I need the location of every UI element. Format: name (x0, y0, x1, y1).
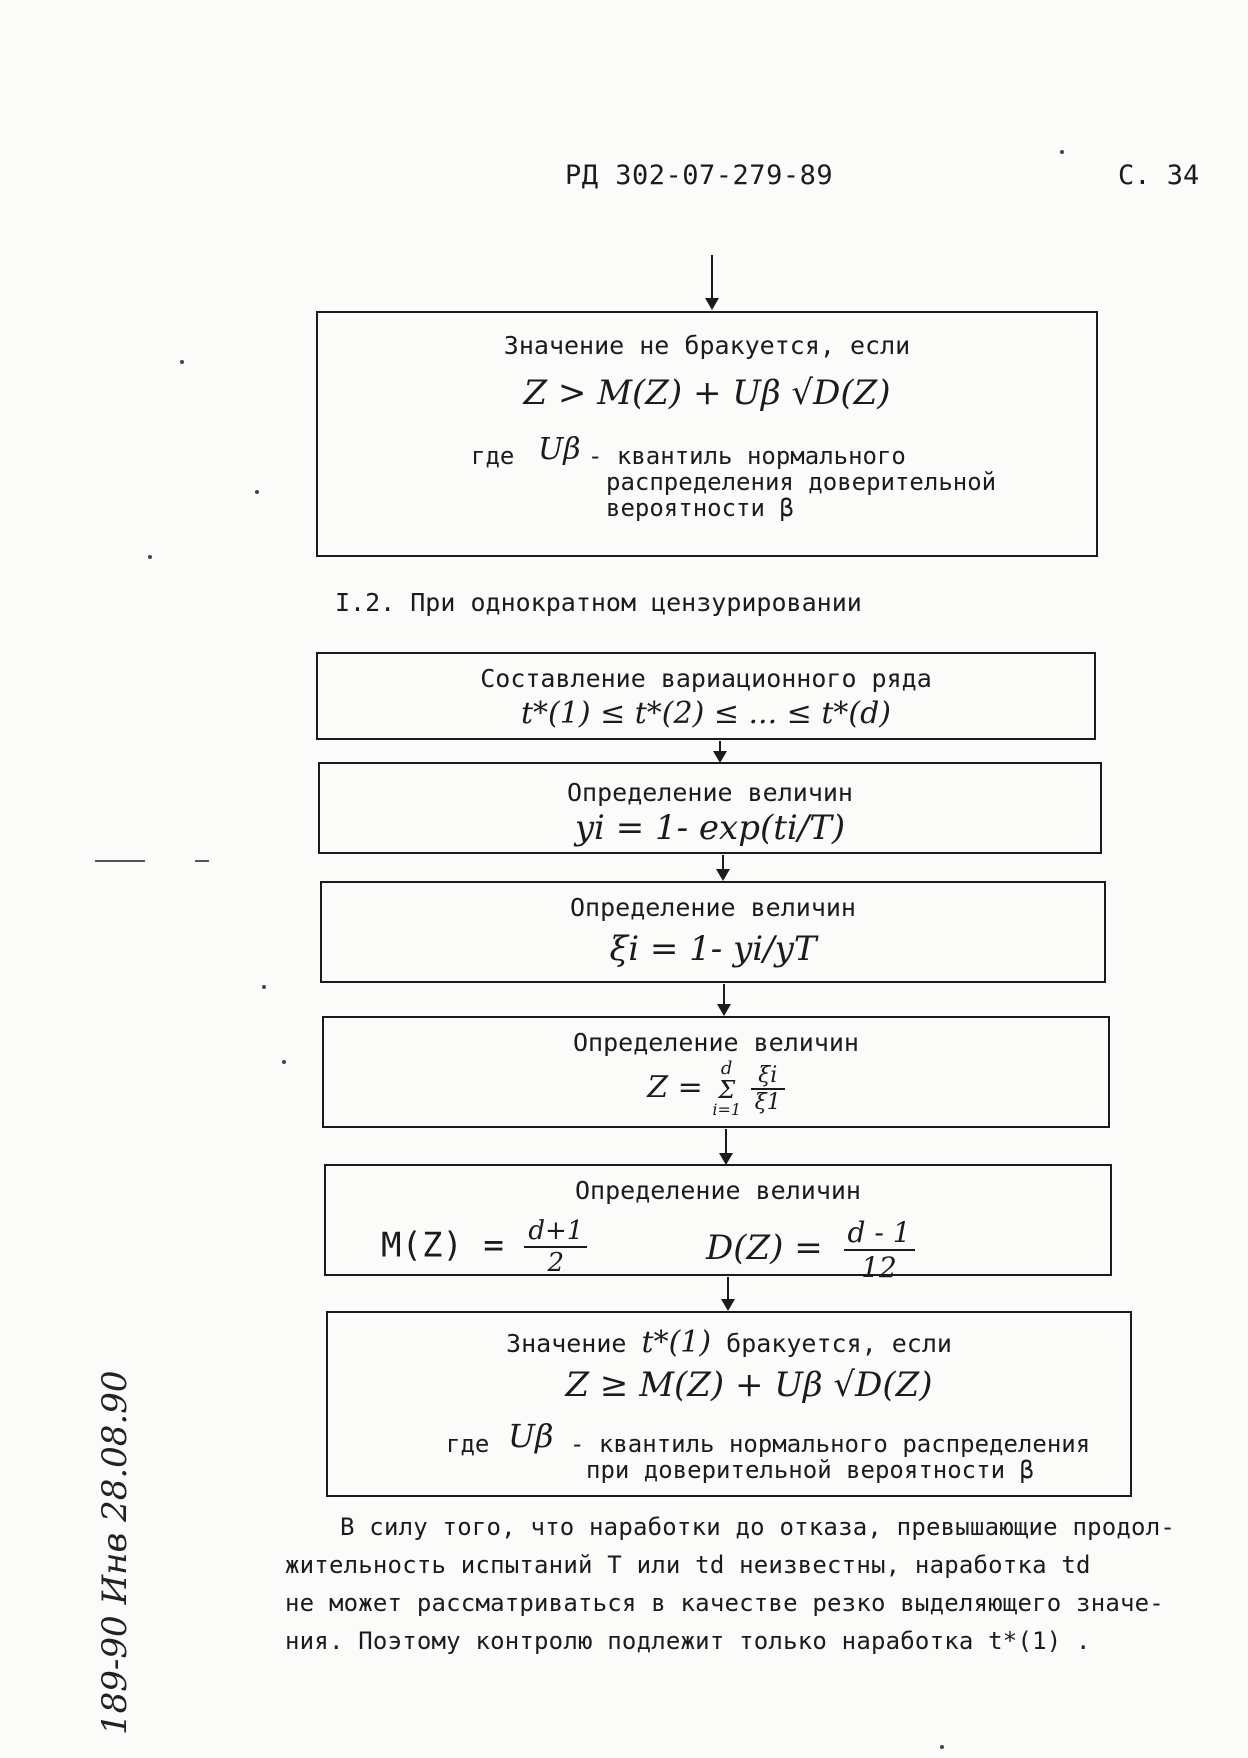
m-denominator: 2 (547, 1248, 565, 1278)
where-symbol: Uβ (538, 432, 581, 467)
sum-bottom: i=1 (712, 1100, 742, 1119)
step-label: Определение величин (567, 778, 853, 807)
rejection-title: Значение t*(1) бракуется, если (328, 1325, 1130, 1360)
sum-top: d (720, 1058, 733, 1079)
step-formula: yi = 1- exp(ti/T) (574, 808, 846, 848)
d-denominator: 12 (861, 1251, 897, 1284)
rejection-title-symbol: t*(1) (641, 1325, 712, 1360)
rejection-title-a: Значение (506, 1329, 627, 1358)
where-word: где (471, 442, 515, 470)
acceptance-box: Значение не бракуется, если Z > M(Z) + U… (316, 311, 1098, 557)
step-label: Определение величин (575, 1176, 861, 1205)
where-text: - квантиль нормального распределения при… (570, 1431, 1090, 1483)
d-fraction: d - 1 12 (843, 1216, 915, 1284)
step-formula: Z = d Σ i=1 ξi ξ1 (324, 1060, 1108, 1118)
flow-arrow (705, 255, 719, 310)
step-formula: t*(1) ≤ t*(2) ≤ ... ≤ t*(d) (520, 696, 891, 731)
d-formula: D(Z) = d - 1 12 (706, 1216, 915, 1284)
acceptance-formula: Z > M(Z) + Uβ √D(Z) (523, 373, 891, 413)
step-xi-values: Определение величин ξi = 1- yi/yT (320, 881, 1106, 983)
step-formula: ξi = 1- yi/yT (609, 929, 817, 969)
m-formula: M(Z) = d+1 2 (381, 1216, 588, 1278)
flow-arrow (716, 855, 730, 881)
paragraph-line-3: не может рассматриваться в качестве резк… (285, 1589, 1164, 1617)
margin-inventory-note: 189-90 Инв 28.08.90 (95, 1370, 135, 1735)
d-formula-left: D(Z) = (706, 1228, 823, 1268)
where-line-3: вероятности β (606, 494, 794, 522)
d-numerator: d - 1 (843, 1216, 915, 1251)
step-variation-series: Составление вариационного ряда t*(1) ≤ t… (316, 652, 1096, 740)
m-formula-left: M(Z) = (381, 1225, 504, 1266)
document-code: РД 302-07-279-89 (565, 160, 834, 191)
step-z-value: Определение величин Z = d Σ i=1 ξi ξ1 (322, 1016, 1110, 1128)
paragraph-line-2: жительность испытаний T или td неизвестн… (285, 1551, 1091, 1579)
section-title: I.2. При однократном цензурировании (335, 588, 862, 617)
z-numerator: ξi (750, 1063, 785, 1090)
where-line-1: - квантиль нормального (588, 442, 906, 470)
paragraph-line-4: ния. Поэтому контролю подлежит только на… (285, 1627, 1091, 1655)
m-numerator: d+1 (524, 1216, 588, 1248)
z-symbol: Z = (647, 1070, 703, 1105)
acceptance-title: Значение не бракуется, если (503, 331, 911, 360)
scan-speck (282, 1060, 286, 1064)
scan-speck (180, 360, 184, 364)
scan-dash (95, 860, 145, 862)
page-number: С. 34 (1118, 160, 1200, 191)
z-fraction: ξi ξ1 (750, 1063, 785, 1115)
margin-note-text: 189-90 Инв 28.08.90 (95, 1370, 135, 1735)
scan-speck (255, 490, 259, 494)
where-symbol: Uβ (508, 1417, 554, 1455)
scan-speck (148, 555, 152, 559)
scan-speck (262, 985, 266, 989)
where-text: - квантиль нормального распределения дов… (588, 443, 996, 521)
where-line-2: при доверительной вероятности β (586, 1456, 1034, 1484)
rejection-formula: Z ≥ M(Z) + Uβ √D(Z) (565, 1365, 933, 1405)
step-label: Определение величин (573, 1028, 859, 1057)
step-label: Составление вариационного ряда (480, 664, 932, 693)
scan-speck (1060, 150, 1064, 154)
rejection-box: Значение t*(1) бракуется, если Z ≥ M(Z) … (326, 1311, 1132, 1497)
where-line-2: распределения доверительной (606, 468, 997, 496)
flow-arrow (717, 984, 731, 1016)
scan-dash (195, 860, 209, 862)
flow-arrow (719, 1129, 733, 1165)
step-y-values: Определение величин yi = 1- exp(ti/T) (318, 762, 1102, 854)
flow-arrow (713, 741, 727, 763)
flow-arrow (721, 1277, 735, 1311)
scan-speck (940, 1745, 944, 1749)
step-label: Определение величин (570, 893, 856, 922)
where-word: где (446, 1430, 490, 1458)
z-denominator: ξ1 (754, 1090, 781, 1115)
where-line-1: - квантиль нормального распределения (570, 1430, 1091, 1458)
paragraph-line-1: В силу того, что наработки до отказа, пр… (340, 1513, 1176, 1541)
sum-sign: Σ (718, 1076, 736, 1104)
step-m-d-values: Определение величин M(Z) = d+1 2 D(Z) = … (324, 1164, 1112, 1284)
sum-operator: d Σ i=1 (712, 1060, 741, 1118)
rejection-title-b: бракуется, если (726, 1329, 952, 1358)
m-fraction: d+1 2 (524, 1216, 588, 1278)
